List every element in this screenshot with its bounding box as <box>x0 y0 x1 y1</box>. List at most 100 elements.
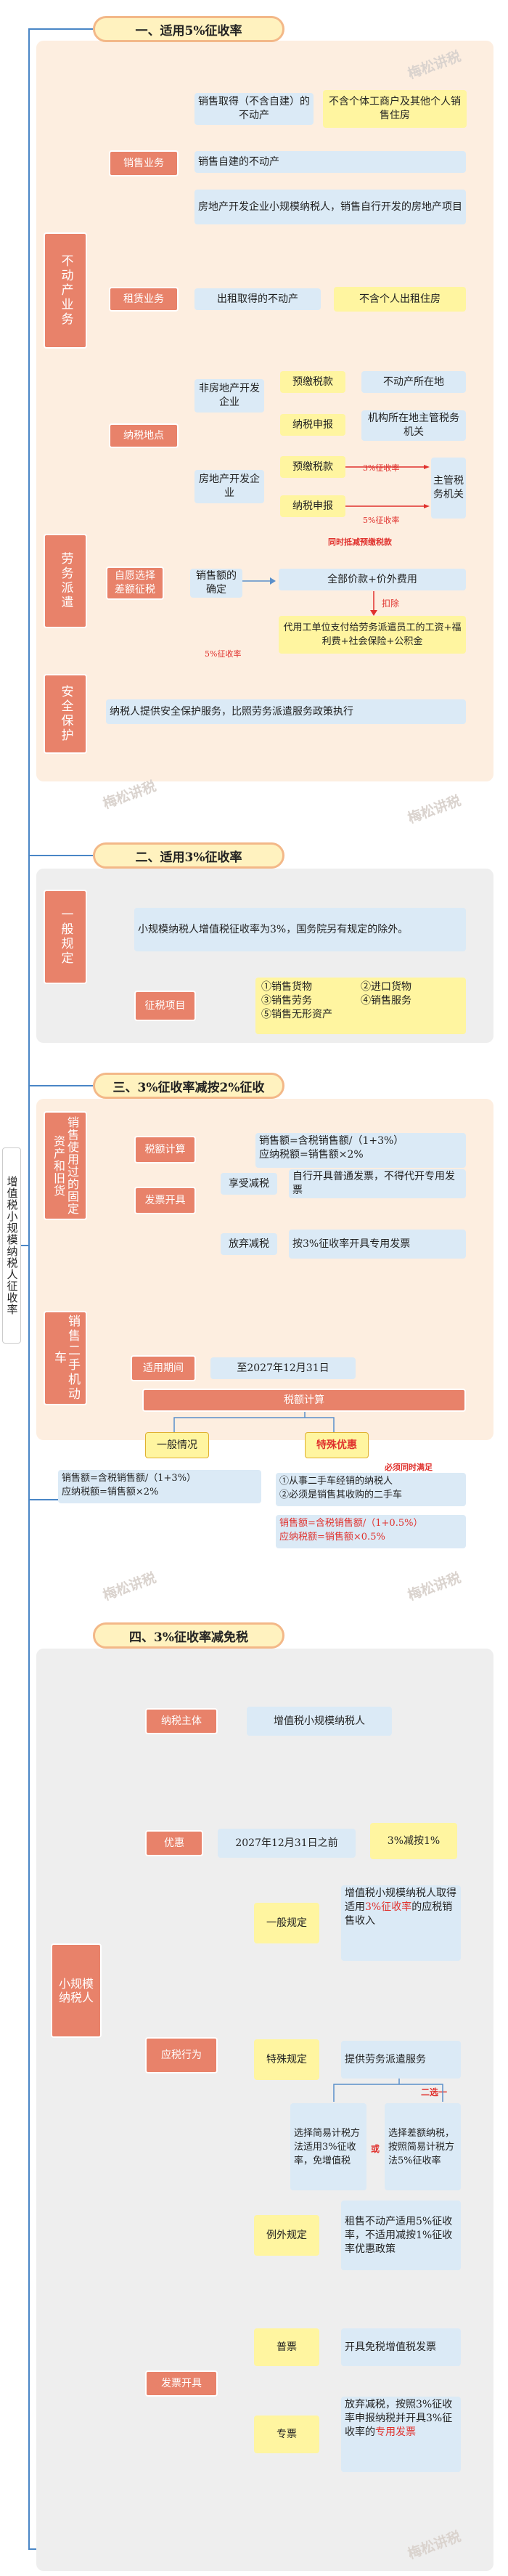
section-1-header: 一、适用5%征收率 <box>93 16 284 42</box>
ordinary-node: 普票 <box>254 2328 319 2366</box>
sale-node: 销售业务 <box>109 150 179 176</box>
behavior-node: 应税行为 <box>145 2037 218 2073</box>
items-list: ①销售货物 ②进口货物 ③销售劳务 ④销售服务 ⑤销售无形资产 <box>255 978 466 1034</box>
lease-a: 出租取得的不动产 <box>194 288 321 310</box>
small-taxpayer-node: 小规模纳税人 <box>51 1943 102 2038</box>
amount-arrow <box>242 577 276 585</box>
general-case-text-2: 应纳税额=销售额×2% <box>62 1487 159 1498</box>
non-re-node: 非房地产开发企业 <box>194 379 264 413</box>
sale-a-note: 不含个体工商户及其他个人销售住房 <box>323 90 467 128</box>
special-invoice-text-red: 专用发票 <box>375 2426 416 2438</box>
general-rule-node: 一般规定 <box>254 1903 319 1943</box>
section-2-header: 二、适用3%征收率 <box>93 842 284 869</box>
give-up-text: 按3%征收率开具专用发票 <box>289 1230 466 1259</box>
cond-1: ①从事二手车经销的纳税人 <box>279 1476 393 1487</box>
car-node: 销售二手机动车 <box>44 1311 87 1405</box>
option-2: 选择差额纳税，按照简易计税方法5%征收率 <box>385 2103 461 2190</box>
or-label: 或 <box>371 2144 380 2154</box>
calc-text-2: 应纳税额=销售额×2% <box>259 1149 364 1161</box>
file-a: 机构所在地主管税务机关 <box>361 410 466 441</box>
subject-text: 增值税小规模纳税人 <box>247 1707 392 1736</box>
general-rule-text-b: 的应税销售收入 <box>345 1901 453 1927</box>
ordinary-text: 开具免税增值税发票 <box>341 2328 461 2366</box>
period-text: 至2027年12月31日 <box>210 1357 356 1379</box>
general-rule-text-a: 增值税小规模纳税人取得适用 <box>345 1888 456 1913</box>
items-node: 征税项目 <box>134 991 196 1021</box>
used-node: 销售使用过的固定资产和旧货 <box>44 1111 87 1220</box>
sale-c: 房地产开发企业小规模纳税人，销售自行开发的房地产项目 <box>194 190 466 224</box>
general-text: 小规模纳税人增值税征收率为3%，国务院另有规定的除外。 <box>134 908 466 951</box>
conditions-box: ①从事二手车经销的纳税人 ②必须是销售其收购的二手车 <box>276 1473 466 1506</box>
item-import: ②进口货物 <box>361 981 411 993</box>
re-dev-node: 房地产开发企业 <box>194 470 264 503</box>
general-case-node: 一般情况 <box>145 1432 209 1458</box>
root-node: 增值税小规模纳税人征收率 <box>2 1147 21 1344</box>
deduct-note: 同时抵减预缴税款 <box>328 537 392 547</box>
calc-text: 销售额=含税销售额/（1+3%） 应纳税额=销售额×2% <box>255 1133 466 1168</box>
exception-text: 租售不动产适用5%征收率，不适用减按1%征收率优惠政策 <box>341 2201 461 2270</box>
section-4-header: 四、3%征收率减免税 <box>93 1622 284 1649</box>
pref-rate: 3%减按1% <box>370 1823 457 1859</box>
subject-node: 纳税主体 <box>145 1708 218 1734</box>
special-case-text-1: 销售额=含税销售额/（1+0.5%） <box>279 1518 423 1529</box>
rate5b-label: 5%征收率 <box>205 649 242 659</box>
tax-office-node: 主管税务机关 <box>431 458 466 519</box>
real-estate-node: 不动产业务 <box>44 232 87 349</box>
security-text: 纳税人提供安全保护服务，比照劳务派遣服务政策执行 <box>106 699 466 724</box>
special-invoice-text: 放弃减税，按照3%征收率申报纳税并开具3%征收率的专用发票 <box>341 2397 461 2472</box>
file2-node: 纳税申报 <box>280 495 345 517</box>
special-invoice-node: 专票 <box>254 2415 319 2453</box>
choose-one-branches <box>333 2079 443 2102</box>
prepay2-node: 预缴税款 <box>280 456 345 478</box>
deduct-label: 扣除 <box>382 598 400 609</box>
calc2-branches <box>173 1412 335 1432</box>
invoice4-node: 发票开具 <box>145 2370 218 2397</box>
general-case-text-1: 销售额=含税销售额/（1+3%） <box>62 1473 197 1484</box>
lease-a-note: 不含个人出租住房 <box>334 287 466 312</box>
rate5-label: 5%征收率 <box>363 516 400 525</box>
option-1: 选择简易计税方法适用3%征收率，免增值税 <box>290 2103 366 2190</box>
prepay-node: 预缴税款 <box>280 371 345 393</box>
period-node: 适用期间 <box>131 1355 196 1381</box>
sale-a: 销售取得（不含自建）的不动产 <box>194 93 314 125</box>
calc-node: 税额计算 <box>134 1136 196 1163</box>
enjoy-text: 自行开具普通发票，不得代开专用发票 <box>289 1169 466 1198</box>
security-node: 安全保护 <box>44 674 87 754</box>
enjoy-node: 享受减税 <box>221 1173 277 1195</box>
choose-one-label: 二选一 <box>421 2087 448 2097</box>
special-case-text: 销售额=含税销售额/（1+0.5%） 应纳税额=销售额×0.5% <box>276 1515 466 1548</box>
tax-office-arrows <box>345 465 430 508</box>
calc2-node: 税额计算 <box>142 1389 466 1412</box>
cond-2: ②必须是销售其收购的二手车 <box>279 1490 403 1500</box>
special-rule-node: 特殊规定 <box>254 2039 319 2080</box>
place-node: 纳税地点 <box>109 423 179 448</box>
general-node: 一般规定 <box>44 890 87 984</box>
deduct-arrow <box>370 591 377 616</box>
item-labor: ③销售劳务 <box>261 995 312 1007</box>
special-invoice-text-a: 放弃减税，按照3%征收率申报纳税并开具3%征收率的 <box>345 2399 453 2438</box>
item-intangible: ⑤销售无形资产 <box>261 1009 332 1020</box>
amount-node: 销售额的确定 <box>190 569 242 598</box>
invoice-node: 发票开具 <box>134 1187 196 1214</box>
special-case-text-2: 应纳税额=销售额×0.5% <box>279 1532 385 1543</box>
section-3-header: 三、3%征收率减按2%征收 <box>93 1073 284 1099</box>
must-label: 必须同时满足 <box>385 1463 433 1472</box>
calc-text-1: 销售额=含税销售额/（1+3%） <box>259 1135 404 1147</box>
rate3-label: 3%征收率 <box>363 463 400 473</box>
deduct-items: 代用工单位支付给劳务派遣员工的工资+福利费+社会保险+公积金 <box>279 616 466 654</box>
pref-date: 2027年12月31日之前 <box>218 1829 356 1858</box>
file-node: 纳税申报 <box>280 414 345 436</box>
general-case-text: 销售额=含税销售额/（1+3%） 应纳税额=销售额×2% <box>58 1470 261 1503</box>
special-rule-text: 提供劳务派遣服务 <box>341 2041 461 2079</box>
give-up-node: 放弃减税 <box>221 1233 277 1255</box>
exception-node: 例外规定 <box>254 2215 319 2256</box>
prepay-a: 不动产所在地 <box>361 371 466 393</box>
preferential-node: 优惠 <box>145 1830 203 1856</box>
general-rule-text: 增值税小规模纳税人取得适用3%征收率的应税销售收入 <box>341 1885 461 1961</box>
item-goods: ①销售货物 <box>261 981 312 993</box>
special-case-node: 特殊优惠 <box>305 1432 369 1458</box>
item-service: ④销售服务 <box>361 995 411 1007</box>
sale-b: 销售自建的不动产 <box>194 151 466 173</box>
lease-node: 租赁业务 <box>109 287 179 312</box>
